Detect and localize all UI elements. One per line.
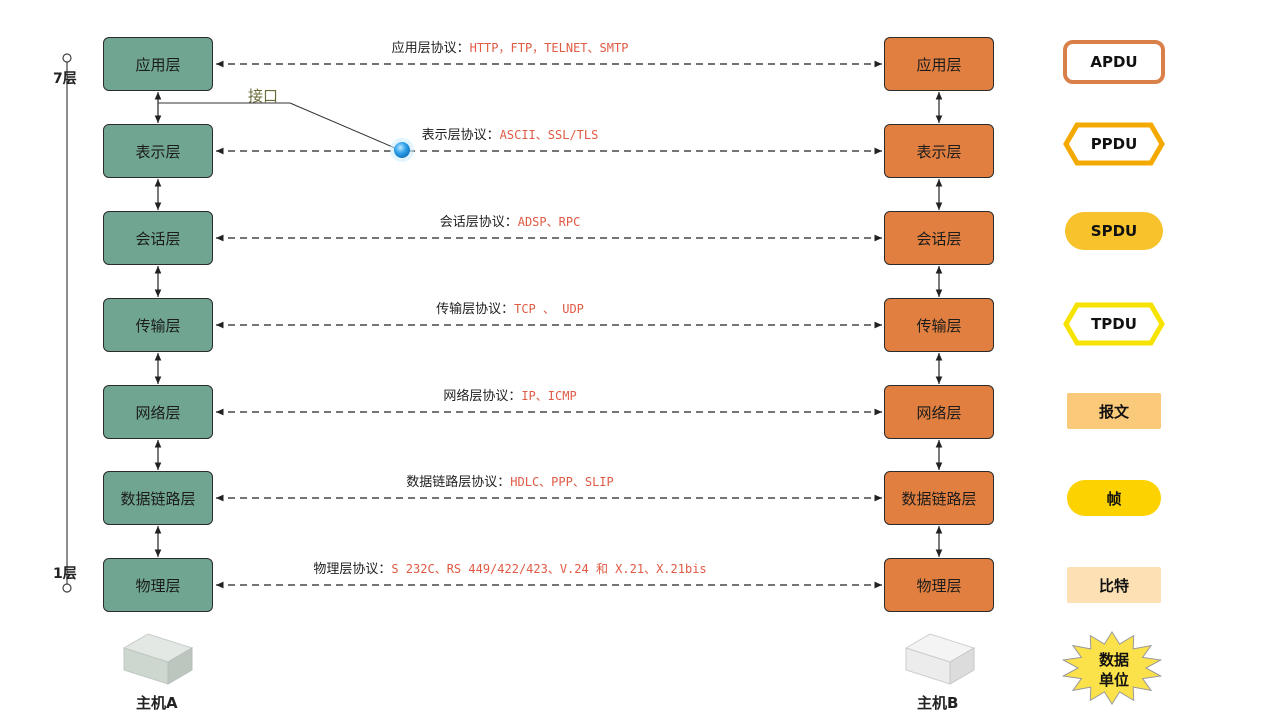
host-a-layer-application: 应用层	[103, 37, 213, 91]
interface-pointer	[158, 102, 414, 162]
pdu-frame: 帧	[1067, 480, 1161, 516]
host-a-layer-datalink: 数据链路层	[103, 471, 213, 525]
host-b-layer-datalink: 数据链路层	[884, 471, 994, 525]
peer-protocol-lines	[216, 60, 882, 589]
host-a-icon	[122, 633, 194, 685]
interface-label: 接口	[248, 87, 279, 105]
host-a-layer-presentation: 表示层	[103, 124, 213, 178]
protocol-network: 网络层协议：IP、ICMP	[443, 389, 577, 404]
host-b-label: 主机B	[917, 694, 959, 712]
host-a-layer-transport: 传输层	[103, 298, 213, 352]
interface-point-icon	[394, 142, 410, 158]
pdu-bit: 比特	[1067, 567, 1161, 603]
host-a-layer-physical: 物理层	[103, 558, 213, 612]
host-a-label: 主机A	[136, 694, 178, 712]
protocol-application: 应用层协议：HTTP，FTP，TELNET、SMTP	[391, 41, 629, 56]
protocol-physical: 物理层协议：S 232C、RS 449/422/423、V.24 和 X.21、…	[313, 562, 707, 577]
data-unit-star-icon	[1061, 631, 1163, 705]
host-a-layer-network: 网络层	[103, 385, 213, 439]
pdu-message: 报文	[1067, 393, 1161, 429]
host-b-layer-transport: 传输层	[884, 298, 994, 352]
pdu-apdu: APDU	[1063, 40, 1165, 84]
host-b-layer-application: 应用层	[884, 37, 994, 91]
protocol-transport: 传输层协议：TCP 、 UDP	[436, 302, 584, 317]
host-b-layer-session: 会话层	[884, 211, 994, 265]
protocol-presentation: 表示层协议：ASCII、SSL/TLS	[421, 128, 599, 143]
pdu-tpdu: TPDU	[1063, 302, 1165, 346]
scale-bottom-label: 1层	[53, 566, 77, 582]
host-b-layer-presentation: 表示层	[884, 124, 994, 178]
scale-top-label: 7层	[53, 71, 77, 87]
protocol-datalink: 数据链路层协议：HDLC、PPP、SLIP	[406, 475, 614, 490]
pdu-ppdu: PPDU	[1063, 122, 1165, 166]
host-b-icon	[904, 633, 976, 685]
layer-scale	[62, 53, 72, 593]
host-b-layer-physical: 物理层	[884, 558, 994, 612]
pdu-spdu: SPDU	[1065, 212, 1163, 250]
host-b-layer-network: 网络层	[884, 385, 994, 439]
data-unit-label: 数据 单位	[1098, 651, 1129, 689]
protocol-session: 会话层协议：ADSP、RPC	[439, 215, 581, 230]
layer-interface-arrows	[154, 92, 943, 557]
host-a-layer-session: 会话层	[103, 211, 213, 265]
